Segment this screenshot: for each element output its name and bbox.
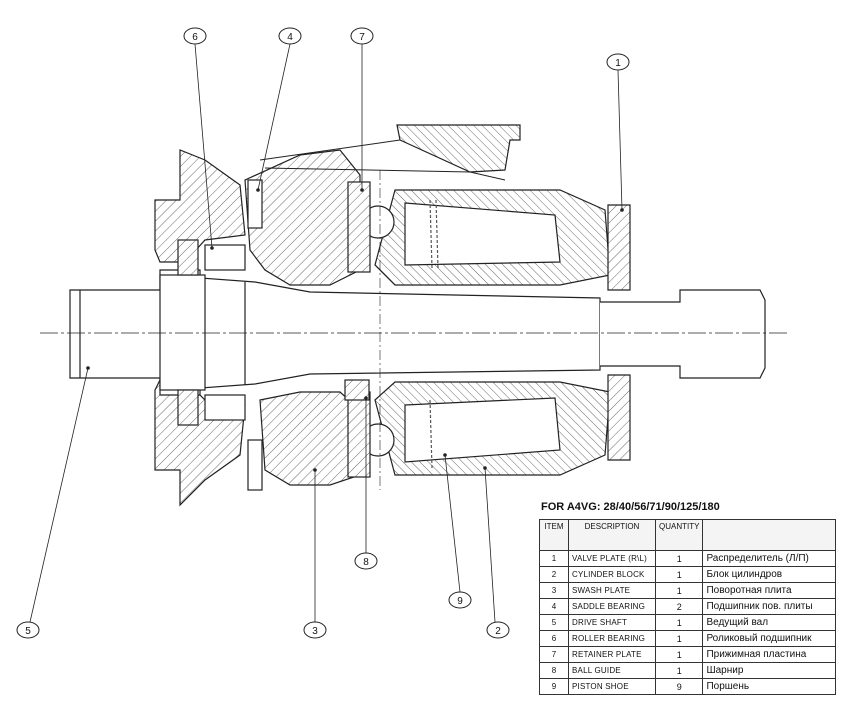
- callout-1: 1: [606, 53, 630, 71]
- row-russian: Блок цилиндров: [702, 566, 837, 583]
- row-russian: Прижимная пластина: [702, 646, 837, 663]
- row-description: PISTON SHOE: [568, 678, 656, 695]
- callout-3-label: 3: [312, 626, 318, 637]
- row-description: DRIVE SHAFT: [568, 614, 656, 631]
- row-quantity: 1: [654, 646, 704, 663]
- leader-dots: [86, 188, 624, 472]
- row-quantity: 2: [654, 598, 704, 615]
- row-description: CYLINDER BLOCK: [568, 566, 656, 583]
- row-item: 6: [539, 630, 569, 647]
- drive-shaft-shape: [69, 269, 766, 396]
- row-quantity: 1: [654, 582, 704, 599]
- row-russian: Шарнир: [702, 662, 837, 679]
- row-item: 7: [539, 646, 569, 663]
- callout-7: 7: [350, 27, 374, 45]
- row-description: BALL GUIDE: [568, 662, 656, 679]
- callout-4-label: 4: [287, 32, 293, 43]
- row-quantity: 1: [654, 566, 704, 583]
- row-russian: Роликовый подшипник: [702, 630, 837, 647]
- piston-shoe-shapes: [347, 181, 395, 478]
- row-description: RETAINER PLATE: [568, 646, 656, 663]
- callout-4: 4: [278, 27, 302, 45]
- row-russian: Распределитель (Л/П): [702, 550, 837, 567]
- callout-2: 2: [486, 621, 510, 639]
- row-description: SADDLE BEARING: [568, 598, 656, 615]
- row-description: ROLLER BEARING: [568, 630, 656, 647]
- callout-6-label: 6: [192, 32, 198, 43]
- row-description: SWASH PLATE: [568, 582, 656, 599]
- row-quantity: 1: [654, 662, 704, 679]
- header-item: ITEM: [539, 519, 569, 551]
- callout-8-label: 8: [363, 557, 369, 568]
- callout-5: 5: [16, 621, 40, 639]
- callout-1-label: 1: [615, 58, 621, 69]
- row-russian: Подшипник пов. плиты: [702, 598, 837, 615]
- callout-9: 9: [448, 591, 472, 609]
- row-russian: Поршень: [702, 678, 837, 695]
- row-quantity: 1: [654, 550, 704, 567]
- row-russian: Ведущий вал: [702, 614, 837, 631]
- row-quantity: 1: [654, 614, 704, 631]
- row-description: VALVE PLATE (R\L): [568, 550, 656, 567]
- callout-3: 3: [303, 621, 327, 639]
- row-item: 9: [539, 678, 569, 695]
- callout-6: 6: [183, 27, 207, 45]
- saddle-bearing-shapes: [247, 179, 263, 491]
- callout-5-label: 5: [25, 626, 31, 637]
- callout-2-label: 2: [495, 626, 501, 637]
- row-quantity: 1: [654, 630, 704, 647]
- valve-plate-shape: [607, 204, 631, 461]
- row-item: 3: [539, 582, 569, 599]
- row-quantity: 9: [654, 678, 704, 695]
- row-item: 5: [539, 614, 569, 631]
- callout-9-label: 9: [457, 596, 463, 607]
- ball-guide-shape: [344, 379, 370, 401]
- table-title: FOR A4VG: 28/40/56/71/90/125/180: [541, 501, 720, 513]
- callout-8: 8: [354, 552, 378, 570]
- row-item: 4: [539, 598, 569, 615]
- leader-lines: [29, 43, 623, 623]
- top-bracket: [396, 124, 521, 173]
- header-russian: [702, 519, 837, 551]
- table-header-row: ITEM DESCRIPTION QUANTITY: [539, 519, 837, 551]
- row-item: 2: [539, 566, 569, 583]
- header-description: DESCRIPTION: [568, 519, 656, 551]
- cylinder-block-shape: [374, 189, 611, 476]
- row-item: 1: [539, 550, 569, 567]
- row-russian: Поворотная плита: [702, 582, 837, 599]
- callout-7-label: 7: [359, 32, 365, 43]
- header-quantity: QUANTITY: [654, 519, 704, 551]
- row-item: 8: [539, 662, 569, 679]
